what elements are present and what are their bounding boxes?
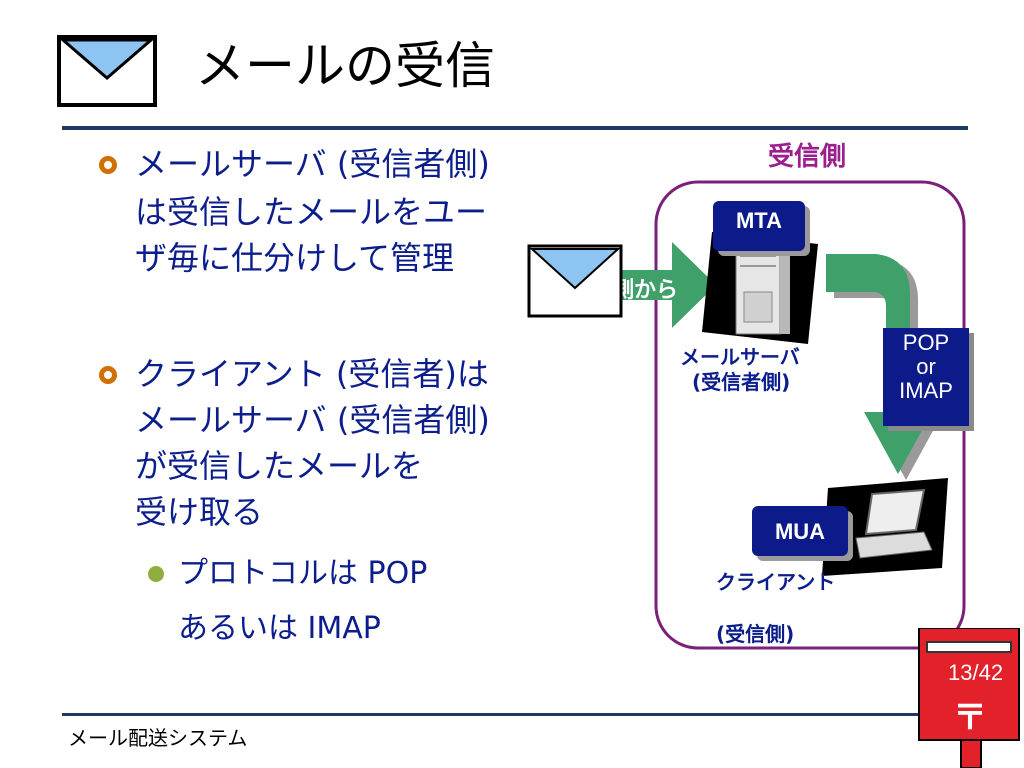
- page-title: メールの受信: [195, 37, 495, 95]
- postbox-symbol: 〒: [953, 698, 987, 738]
- incoming-arrow-label: 側から: [612, 278, 679, 303]
- incoming-arrow: [600, 242, 716, 328]
- client-label-line-2: (受信側): [716, 622, 795, 646]
- server-tower-icon: [702, 232, 818, 344]
- envelope-icon: [527, 244, 623, 318]
- protocol-line-1: POP: [902, 330, 950, 355]
- receiver-side-label: 受信側: [768, 142, 847, 172]
- bullet-2-line-3: が受信したメールを: [135, 447, 424, 485]
- bullet-1-line-3: ザ毎に仕分けして管理: [135, 239, 455, 277]
- protocol-line-2: or: [916, 354, 936, 379]
- footer-text: メール配送システム: [68, 726, 248, 750]
- page-number: 13/42: [948, 660, 1004, 685]
- sub-bullet-line-1: プロトコルは POP: [178, 556, 428, 591]
- footer-divider: [62, 713, 922, 716]
- client-label-line-1: クライアント: [716, 570, 836, 594]
- bullet-2-line-2: メールサーバ (受信者側): [135, 401, 490, 439]
- bullet-2-line-1: クライアント (受信者)は: [135, 355, 489, 393]
- sub-bullet-line-2: あるいは IMAP: [178, 611, 381, 646]
- server-label-line-2: (受信者側): [692, 370, 791, 394]
- mua-badge: MUA: [752, 506, 848, 556]
- laptop-icon: [822, 478, 948, 576]
- envelope-icon: [57, 35, 157, 107]
- protocol-line-3: IMAP: [899, 378, 953, 403]
- protocol-box: POP or IMAP: [883, 328, 969, 426]
- bullet-1-line-1: メールサーバ (受信者側): [135, 145, 490, 183]
- server-label-line-1: メールサーバ: [680, 345, 800, 369]
- title-divider: [62, 126, 968, 130]
- bullet-2-line-4: 受け取る: [135, 493, 264, 531]
- bullet-marker: [99, 366, 117, 384]
- postbox-icon: [918, 628, 1020, 768]
- bullet-1-line-2: は受信したメールをユー: [135, 193, 488, 231]
- sub-bullet-marker: [148, 566, 164, 582]
- mta-badge: MTA: [713, 201, 805, 251]
- bullet-marker: [99, 156, 117, 174]
